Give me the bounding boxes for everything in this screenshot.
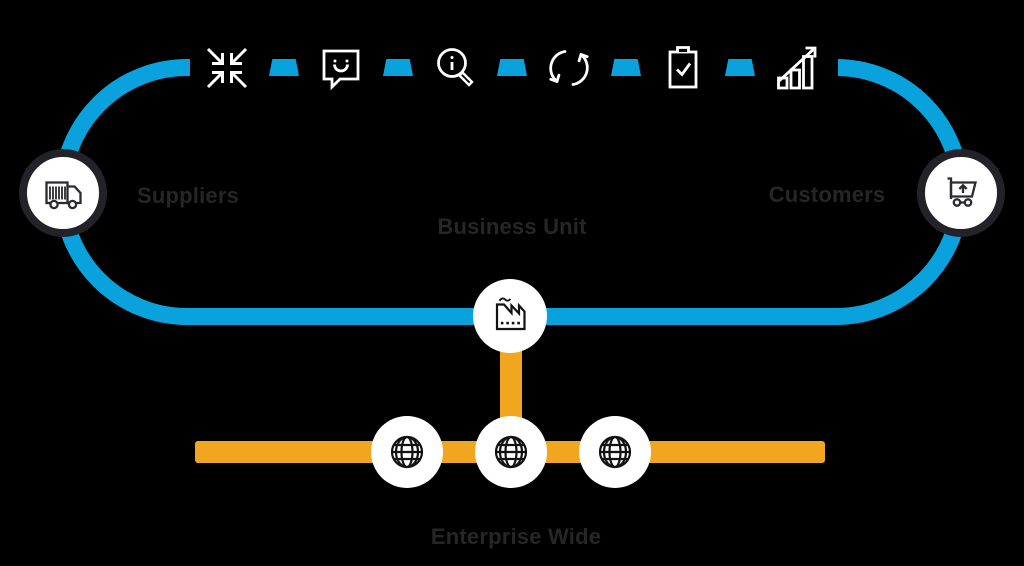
enterprise-globe-node xyxy=(579,416,651,488)
enterprise-globe-node xyxy=(475,416,547,488)
factory-icon xyxy=(488,294,532,338)
loop-dash xyxy=(269,59,299,76)
growth-chart-icon xyxy=(771,42,823,94)
globe-icon xyxy=(489,430,533,474)
chat-smiley-icon xyxy=(315,42,367,94)
delivery-truck-icon xyxy=(40,170,86,216)
globe-icon xyxy=(593,430,637,474)
suppliers-label: Suppliers xyxy=(136,183,240,208)
shopping-cart-up-icon xyxy=(938,170,984,216)
enterprise-wide-label: Enterprise Wide xyxy=(430,524,602,549)
business-unit-label: Business Unit xyxy=(437,214,587,239)
business-unit-hub-node xyxy=(473,279,547,353)
globe-icon xyxy=(385,430,429,474)
customers-node xyxy=(917,149,1005,237)
loop-dash xyxy=(611,59,641,76)
info-search-icon xyxy=(429,42,481,94)
clipboard-check-icon xyxy=(657,42,709,94)
converge-arrows-icon xyxy=(201,42,253,94)
sync-cycle-icon xyxy=(543,42,595,94)
customers-label: Customers xyxy=(768,182,886,207)
loop-dash xyxy=(383,59,413,76)
loop-dash xyxy=(725,59,755,76)
suppliers-node xyxy=(19,149,107,237)
enterprise-globe-node xyxy=(371,416,443,488)
loop-dash xyxy=(497,59,527,76)
